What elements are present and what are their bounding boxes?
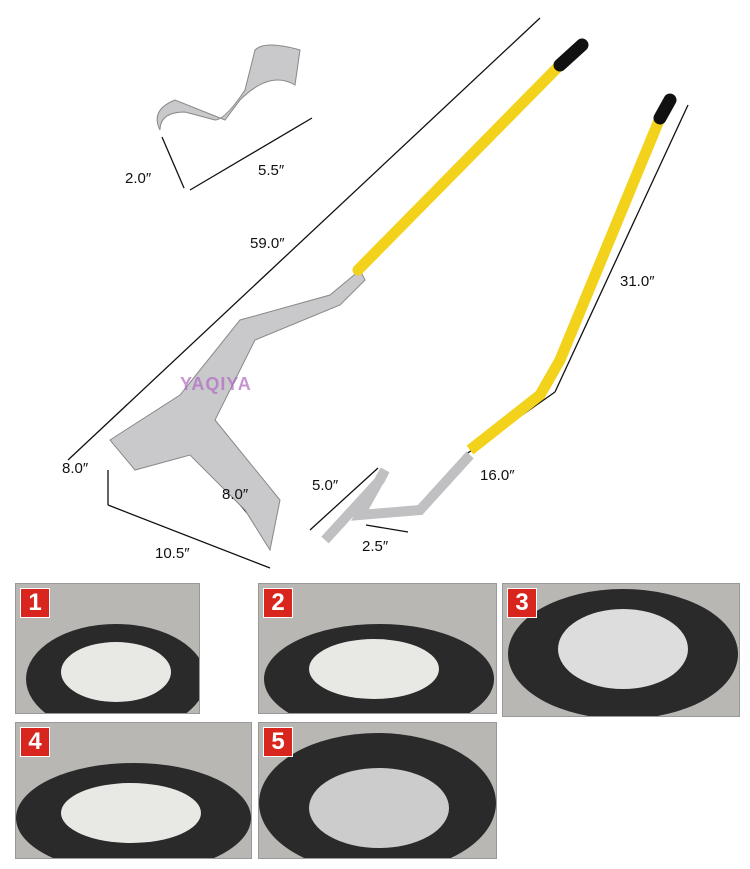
- dim-overall-length: 59.0″: [250, 235, 285, 252]
- step-photo-5: 5: [258, 722, 497, 859]
- second-handle: [466, 115, 666, 455]
- step-photo-1: 1: [15, 583, 200, 714]
- grip-icon: [653, 93, 677, 125]
- yellow-handle: [352, 59, 566, 276]
- step-photo-2: 2: [258, 583, 497, 714]
- step-badge-1: 1: [20, 588, 50, 618]
- dim-hook-height: 5.0″: [312, 477, 339, 494]
- watermark: YAQIYA: [180, 374, 252, 394]
- step-badge-2: 2: [263, 588, 293, 618]
- step-badge-3: 3: [507, 588, 537, 618]
- dim-head-width: 10.5″: [155, 545, 190, 562]
- step-badge-5: 5: [263, 727, 293, 757]
- dim-hook-width: 2.5″: [362, 538, 389, 555]
- dim-handle-length: 31.0″: [620, 273, 655, 290]
- dim-head-height: 8.0″: [62, 460, 89, 477]
- dim-fork-length: 8.0″: [222, 486, 249, 503]
- dim-tip-width: 2.0″: [125, 170, 152, 187]
- dim-bend-length: 16.0″: [480, 467, 515, 484]
- tool-diagram: [67, 17, 689, 569]
- hook-tool: [321, 451, 474, 544]
- bead-breaker-head: [109, 269, 366, 552]
- tip-tool: [156, 44, 301, 131]
- step-photo-3: 3: [502, 583, 740, 717]
- dim-tip-length: 5.5″: [258, 162, 285, 179]
- step-badge-4: 4: [20, 727, 50, 757]
- step-photo-4: 4: [15, 722, 252, 859]
- grip-icon: [553, 38, 589, 72]
